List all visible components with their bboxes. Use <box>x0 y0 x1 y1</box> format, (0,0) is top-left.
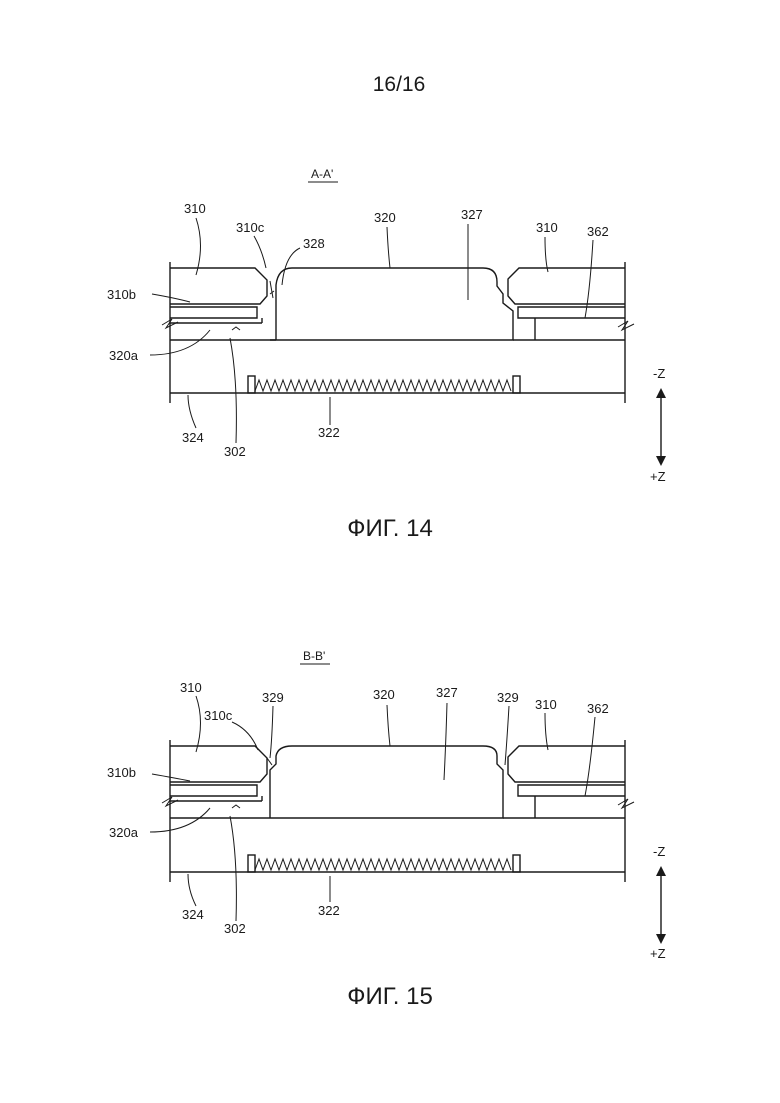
label-329-left: 329 <box>262 690 284 705</box>
label-324: 324 <box>182 430 204 445</box>
label-310-right: 310 <box>536 220 558 235</box>
label-362: 362 <box>587 224 609 239</box>
label-310-left: 310 <box>184 201 206 216</box>
label-362: 362 <box>587 701 609 716</box>
label-310b: 310b <box>107 287 136 302</box>
figure-caption: ФИГ. 15 <box>347 983 433 1010</box>
figure-caption: ФИГ. 14 <box>347 515 433 542</box>
label-310c: 310c <box>236 220 265 235</box>
figure-15: B-B' <box>107 649 666 1010</box>
cross-section-drawing <box>150 696 634 921</box>
label-302: 302 <box>224 444 246 459</box>
label-322: 322 <box>318 425 340 440</box>
label-329-right: 329 <box>497 690 519 705</box>
axis-plus-z: +Z <box>650 946 666 961</box>
section-label: B-B' <box>303 649 325 663</box>
cross-section-drawing <box>150 218 634 443</box>
label-310c: 310c <box>204 708 233 723</box>
label-320a: 320a <box>109 348 139 363</box>
label-327: 327 <box>461 207 483 222</box>
label-320a: 320a <box>109 825 139 840</box>
z-axis-arrow-icon <box>656 866 666 944</box>
label-310b: 310b <box>107 765 136 780</box>
label-310-right: 310 <box>535 697 557 712</box>
axis-minus-z: -Z <box>653 844 665 859</box>
label-310-left: 310 <box>180 680 202 695</box>
axis-minus-z: -Z <box>653 366 665 381</box>
figure-14: A-A' <box>107 167 666 542</box>
label-328: 328 <box>303 236 325 251</box>
z-axis-arrow-icon <box>656 388 666 466</box>
label-324: 324 <box>182 907 204 922</box>
label-302: 302 <box>224 921 246 936</box>
axis-plus-z: +Z <box>650 469 666 484</box>
label-322: 322 <box>318 903 340 918</box>
label-320: 320 <box>373 687 395 702</box>
label-320: 320 <box>374 210 396 225</box>
section-label: A-A' <box>311 167 333 181</box>
label-327: 327 <box>436 685 458 700</box>
page-number: 16/16 <box>373 73 426 96</box>
